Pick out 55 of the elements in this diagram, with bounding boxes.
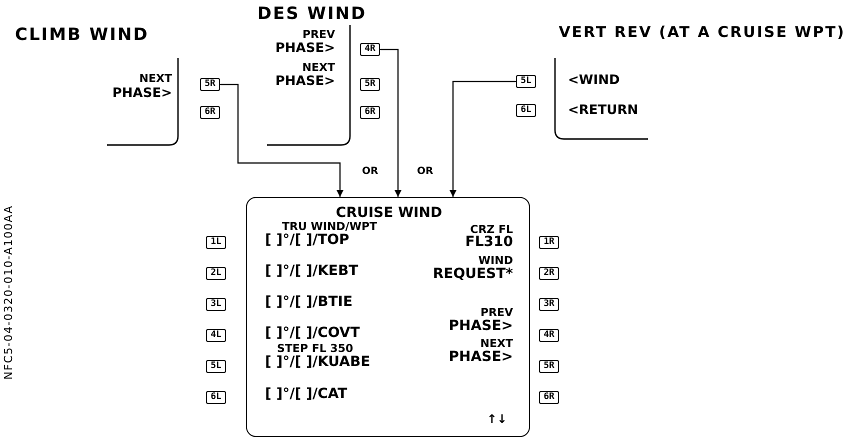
field-label: NEXT <box>480 338 513 350</box>
key-button: 5R <box>539 360 559 373</box>
field-label: PREV <box>480 307 513 320</box>
prompt-text: REQUEST* <box>432 267 513 282</box>
key-button: 2R <box>539 267 559 280</box>
key-button: 3R <box>539 298 559 311</box>
document-code: NFC5-04-0320-010-A100AA <box>2 205 15 380</box>
key-button: 5R <box>200 78 220 91</box>
arrow <box>450 80 516 197</box>
key-button: 6R <box>539 391 559 404</box>
prompt-text: PHASE> <box>275 75 335 90</box>
data-field: FL310 <box>465 235 513 250</box>
key-button: 2L <box>206 267 226 280</box>
field-label: PREV <box>302 29 335 42</box>
key-button: 4R <box>539 329 559 342</box>
column-heading: TRU WIND/WPT <box>282 221 378 233</box>
key-button: 4L <box>206 329 226 342</box>
display-screen <box>246 197 530 437</box>
data-field: [ ]°/[ ]/TOP <box>265 233 350 248</box>
field-label: NEXT <box>139 73 172 86</box>
data-field: [ ]°/[ ]/KEBT <box>265 264 358 280</box>
or-label: OR <box>362 166 378 177</box>
data-field: [ ]°/[ ]/KUABE <box>265 355 370 370</box>
prompt-text: PHASE> <box>448 350 513 366</box>
screen-title: CRUISE WIND <box>336 206 442 222</box>
prompt-text: PHASE> <box>275 42 335 56</box>
prompt-text: PHASE> <box>112 87 172 102</box>
arrow <box>380 48 402 197</box>
screen-heading: DES WIND <box>257 5 367 24</box>
key-button: 6L <box>516 104 536 117</box>
data-field: [ ]°/[ ]/COVT <box>265 326 360 342</box>
prompt-text: <RETURN <box>568 104 638 118</box>
prompt-text: PHASE> <box>448 319 513 334</box>
key-button: 1L <box>206 236 226 249</box>
key-button: 5R <box>360 78 380 91</box>
key-button: 1R <box>539 236 559 249</box>
key-button: 5L <box>206 360 226 373</box>
field-label: STEP FL 350 <box>277 343 354 355</box>
key-button: 3L <box>206 298 226 311</box>
key-button: 5L <box>516 75 536 88</box>
arrow <box>220 84 344 197</box>
field-label: WIND <box>478 255 513 268</box>
screen-heading: CLIMB WIND <box>15 26 149 45</box>
key-button: 6R <box>360 106 380 119</box>
field-label: NEXT <box>302 62 335 74</box>
data-field: [ ]°/[ ]/CAT <box>265 387 348 402</box>
key-button: 6L <box>206 391 226 404</box>
key-button: 4R <box>360 43 380 56</box>
data-field: [ ]°/[ ]/BTIE <box>265 295 353 310</box>
key-button: 6R <box>200 106 220 119</box>
screen-heading: VERT REV (AT A CRUISE WPT) <box>558 24 846 40</box>
prompt-text: <WIND <box>568 74 620 88</box>
or-label: OR <box>417 166 434 177</box>
field-label: CRZ FL <box>470 224 513 236</box>
scroll-arrows: ↑↓ <box>486 413 507 426</box>
